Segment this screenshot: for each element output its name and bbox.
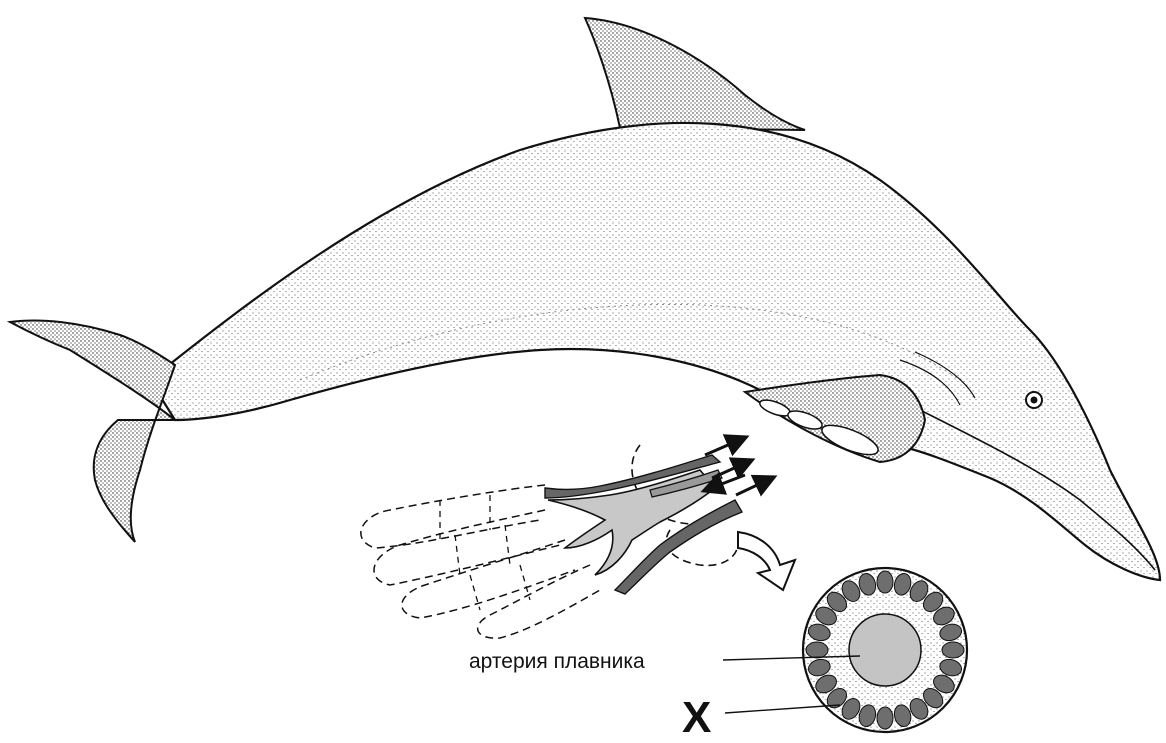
pectoral-flipper [745, 375, 925, 462]
vein-section [877, 707, 893, 729]
vein-section [806, 642, 828, 658]
artery-label: артерия плавника [469, 650, 645, 674]
cross-section-circle [803, 568, 967, 732]
x-pointer-line [725, 705, 840, 713]
flow-arrows [705, 438, 772, 495]
vein-section [877, 571, 893, 593]
direction-arrow [738, 532, 795, 590]
fin-artery [849, 614, 921, 686]
vein-section [942, 642, 964, 658]
dolphin-illustration [10, 18, 1160, 580]
dorsal-fin [585, 18, 805, 130]
blood-vessels [545, 455, 742, 594]
tail-fluke [10, 321, 175, 542]
